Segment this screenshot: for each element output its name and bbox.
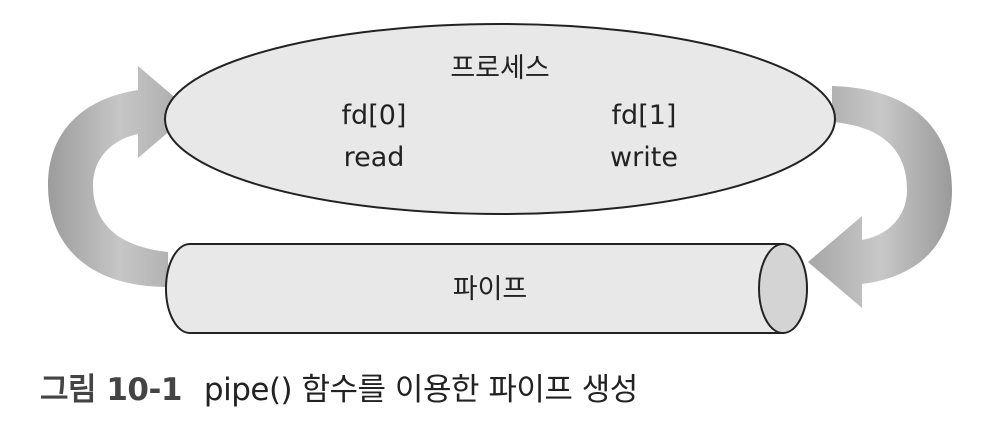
process-ellipse	[164, 23, 836, 215]
fd1-label: fd[1]	[612, 100, 677, 131]
pipe-cylinder	[165, 243, 808, 334]
pipe-diagram: 프로세스 fd[0] read fd[1] write 파이프	[48, 23, 952, 334]
figure-title: pipe() 함수를 이용한 파이프 생성	[203, 372, 638, 408]
fd0-label: fd[0]	[342, 100, 407, 131]
pipe-label: 파이프	[453, 274, 528, 305]
read-label: read	[344, 142, 405, 173]
write-label: write	[610, 142, 678, 173]
process-title: 프로세스	[450, 53, 549, 84]
left-flow-arrow	[48, 66, 192, 287]
figure-caption: 그림 10-1 pipe() 함수를 이용한 파이프 생성	[40, 366, 638, 414]
right-flow-arrow	[808, 86, 952, 308]
figure-number: 그림 10-1	[40, 372, 182, 408]
pipe-end-cap	[758, 243, 808, 334]
